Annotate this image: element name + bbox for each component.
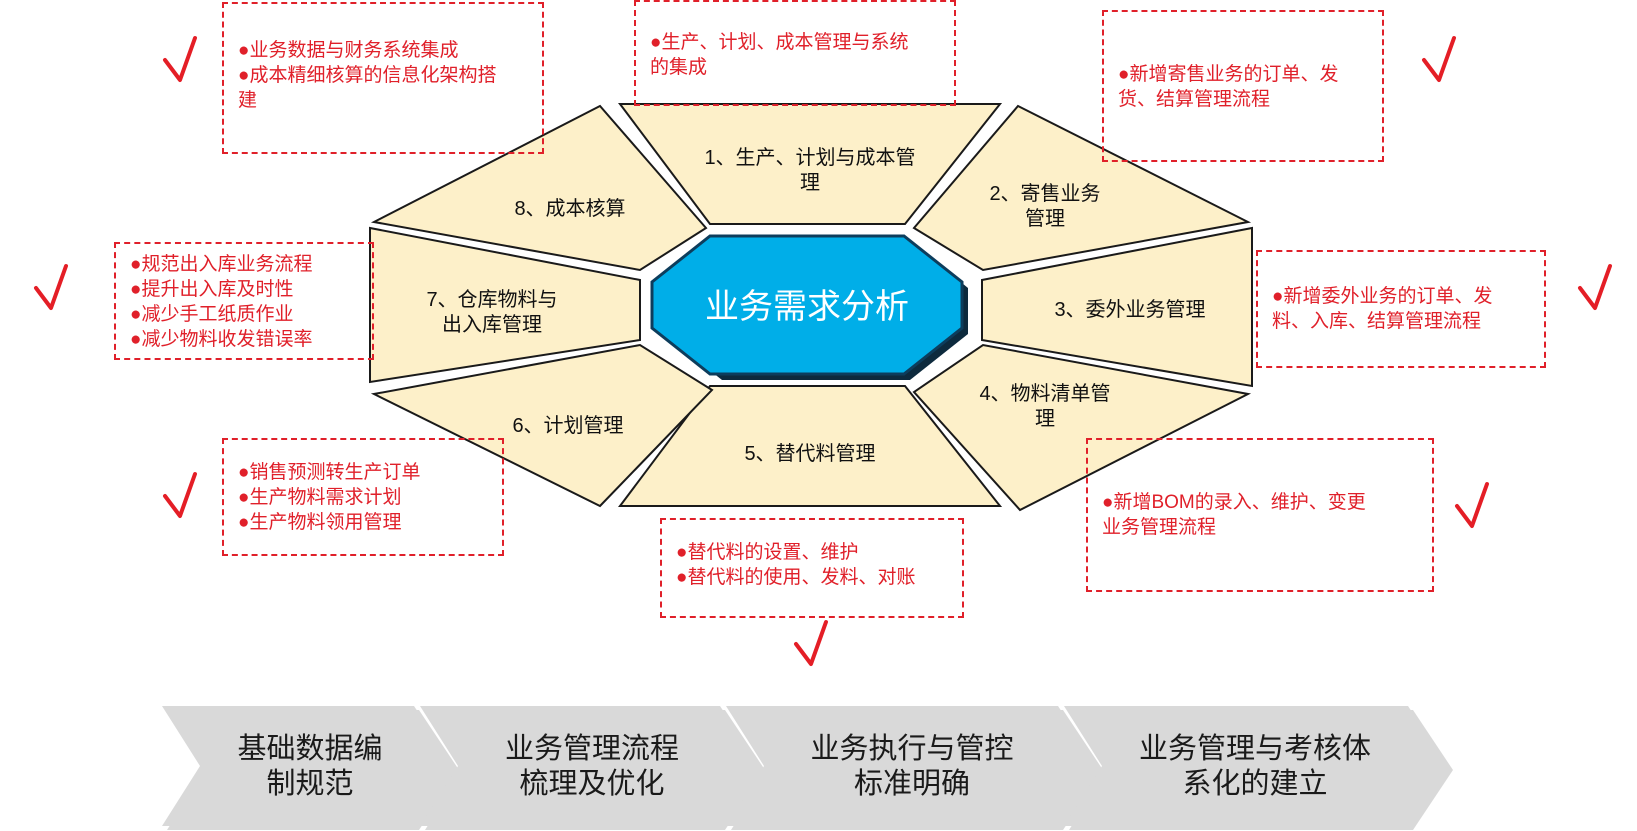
- checkmark-icon: [1455, 482, 1489, 528]
- step-chevron-3: [726, 706, 1098, 826]
- center-label: 业务需求分析: [705, 288, 909, 326]
- note-segment-1: ●生产、计划、成本管理与系统 的集成: [634, 0, 956, 106]
- segment-2: [912, 104, 1252, 272]
- segment-4: [912, 343, 1252, 512]
- step-1-label: 基础数据编制规范: [237, 732, 382, 800]
- step-3-label: 业务执行与管控标准明确: [810, 732, 1013, 800]
- center-octagon: [650, 234, 964, 376]
- segment-3-label: 3、委外业务管理: [1054, 298, 1205, 321]
- note-segment-7: ●规范出入库业务流程 ●提升出入库及时性 ●减少手工纸质作业 ●减少物料收发错误…: [114, 242, 374, 360]
- segment-2-label: 2、寄售业务管理: [989, 182, 1100, 230]
- step-chevron-2: [420, 706, 760, 826]
- checkmark-icon: [163, 36, 197, 82]
- checkmark-icon: [34, 264, 68, 310]
- segment-8: [370, 104, 708, 272]
- segment-8-label: 8、成本核算: [514, 197, 625, 220]
- segment-6: [370, 343, 714, 508]
- segment-6-label: 6、计划管理: [512, 414, 623, 437]
- step-chevron-1: [162, 706, 454, 826]
- note-segment-4: ●新增BOM的录入、维护、变更 业务管理流程: [1086, 438, 1434, 592]
- note-segment-5: ●替代料的设置、维护 ●替代料的使用、发料、对账: [660, 518, 964, 618]
- segment-7: [369, 226, 641, 384]
- checkmark-icon: [1422, 36, 1456, 82]
- note-segment-3: ●新增委外业务的订单、发 料、入库、结算管理流程: [1256, 250, 1546, 368]
- step-2-label: 业务管理流程梳理及优化: [505, 732, 679, 800]
- note-segment-2: ●新增寄售业务的订单、发 货、结算管理流程: [1102, 10, 1384, 162]
- note-segment-6: ●销售预测转生产订单 ●生产物料需求计划 ●生产物料领用管理: [222, 438, 504, 556]
- checkmark-icon: [794, 620, 828, 666]
- segment-7-label: 7、仓库物料与出入库管理: [426, 288, 557, 336]
- step-chevron-4: [1064, 706, 1448, 826]
- step-4-label: 业务管理与考核体系化的建立: [1139, 732, 1371, 800]
- segment-4-label: 4、物料清单管理: [979, 382, 1110, 430]
- segment-3: [981, 226, 1253, 388]
- checkmark-icon: [1578, 264, 1612, 310]
- segment-1-label: 1、生产、计划与成本管理: [704, 146, 915, 194]
- checkmark-icon: [163, 472, 197, 518]
- note-segment-8: ●业务数据与财务系统集成 ●成本精细核算的信息化架构搭 建: [222, 2, 544, 154]
- segment-5: [618, 385, 1003, 507]
- segment-5-label: 5、替代料管理: [744, 442, 875, 465]
